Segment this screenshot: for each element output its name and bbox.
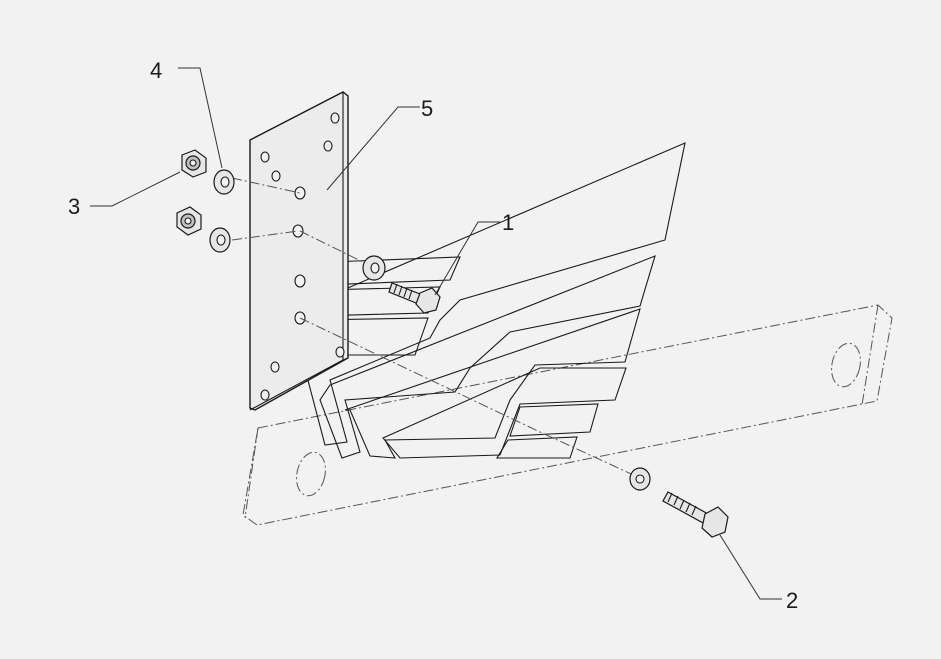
callout-1: 1 (502, 210, 514, 235)
lock-nut-lower (176, 206, 202, 236)
washer-upper (213, 169, 235, 195)
bolt-lower-with-washer (629, 467, 729, 538)
bolt-upper-with-washer (362, 255, 441, 314)
callout-2: 2 (786, 588, 798, 613)
washer-lower (209, 227, 231, 253)
chevron-decal (297, 142, 686, 459)
mounting-bar-phantom (242, 304, 893, 526)
assembly-centerlines (231, 177, 641, 479)
callout-leaders (90, 67, 782, 600)
backing-plate (249, 91, 349, 411)
callout-3: 3 (68, 194, 80, 219)
callout-5: 5 (421, 96, 433, 121)
callout-4: 4 (150, 58, 162, 83)
lock-nut-upper (181, 149, 207, 178)
